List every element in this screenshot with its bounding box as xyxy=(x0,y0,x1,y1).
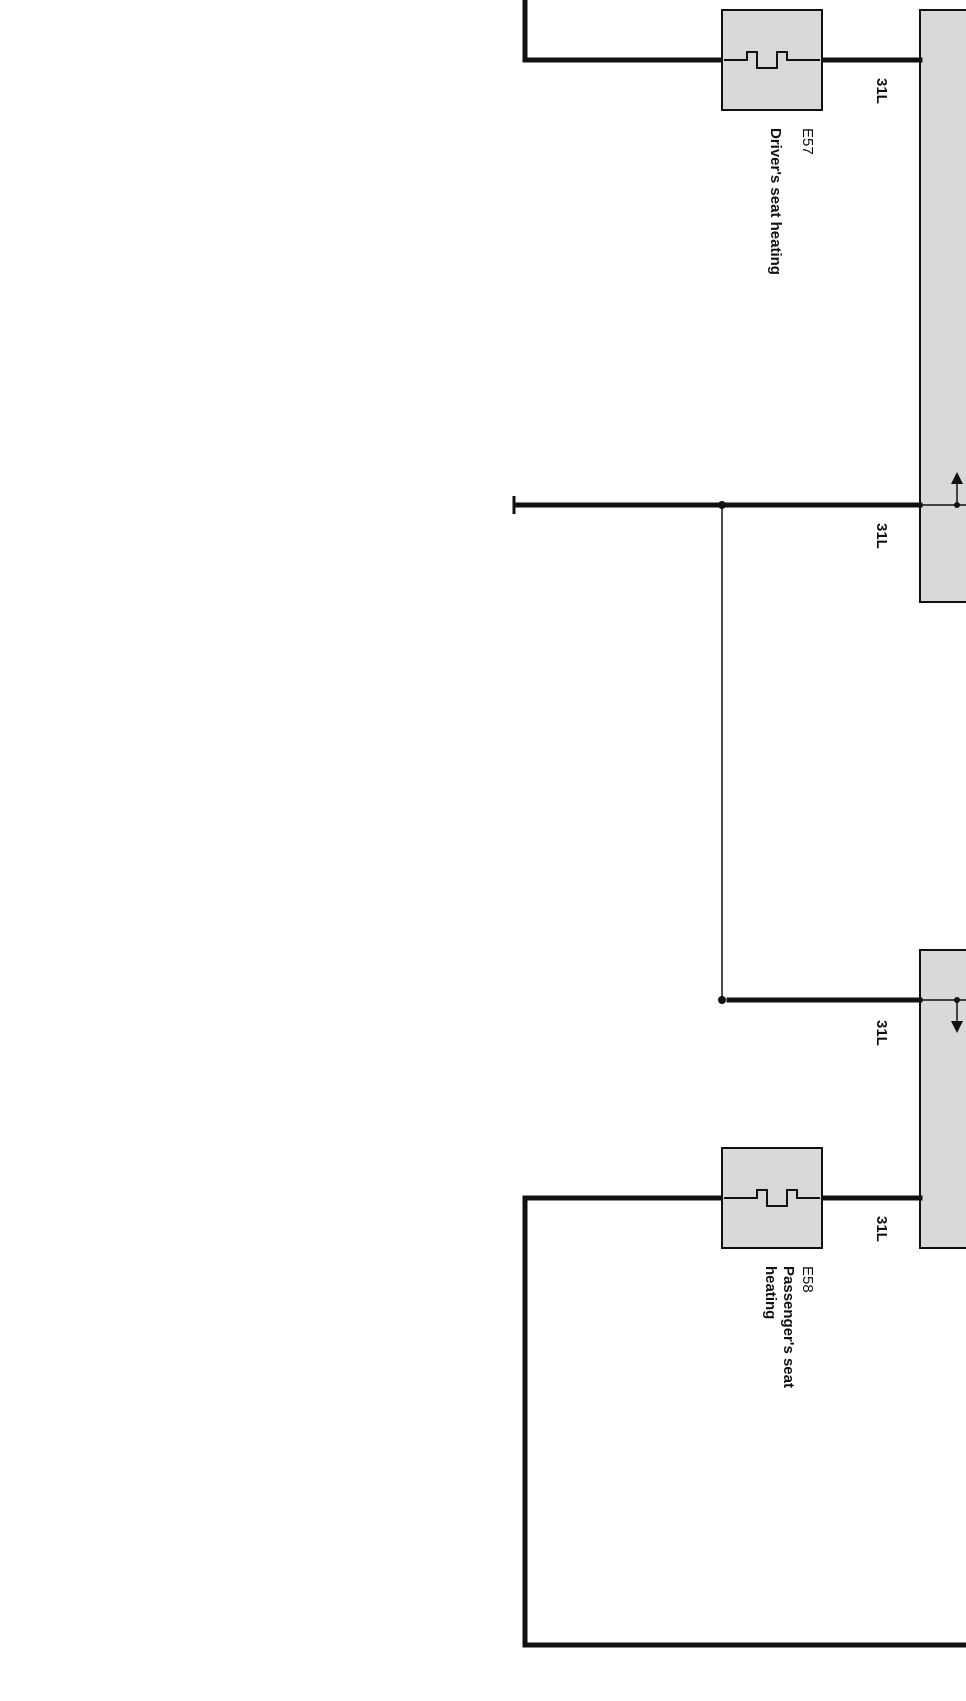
passenger-seat-heater xyxy=(721,1147,823,1249)
driver-seat-heater xyxy=(721,9,823,111)
heating-element-icon xyxy=(724,1189,820,1207)
driver-heater-name: Driver's seat heating xyxy=(767,128,784,275)
wire-label-top: 31L xyxy=(873,78,890,104)
lower-control-module xyxy=(919,949,966,1249)
driver-heater-loop-wire xyxy=(522,0,725,63)
upper-control-module xyxy=(919,9,966,603)
passenger-heater-code: E58 xyxy=(799,1266,816,1293)
arrow-up-icon xyxy=(951,472,963,484)
driver-heater-code: E57 xyxy=(799,128,816,155)
passenger-heater-loop-wire xyxy=(522,1195,966,1648)
passenger-heater-name-line1: Passenger's seat xyxy=(780,1266,797,1388)
wire-label-upper-mid: 31L xyxy=(873,523,890,549)
wire-label-bottom: 31L xyxy=(873,1216,890,1242)
heating-element-icon xyxy=(724,51,820,69)
passenger-heater-name-line2: heating xyxy=(762,1266,779,1319)
lower-junction-point xyxy=(718,996,726,1004)
arrow-down-icon xyxy=(951,1021,963,1033)
wire-label-lower-mid: 31L xyxy=(873,1020,890,1046)
